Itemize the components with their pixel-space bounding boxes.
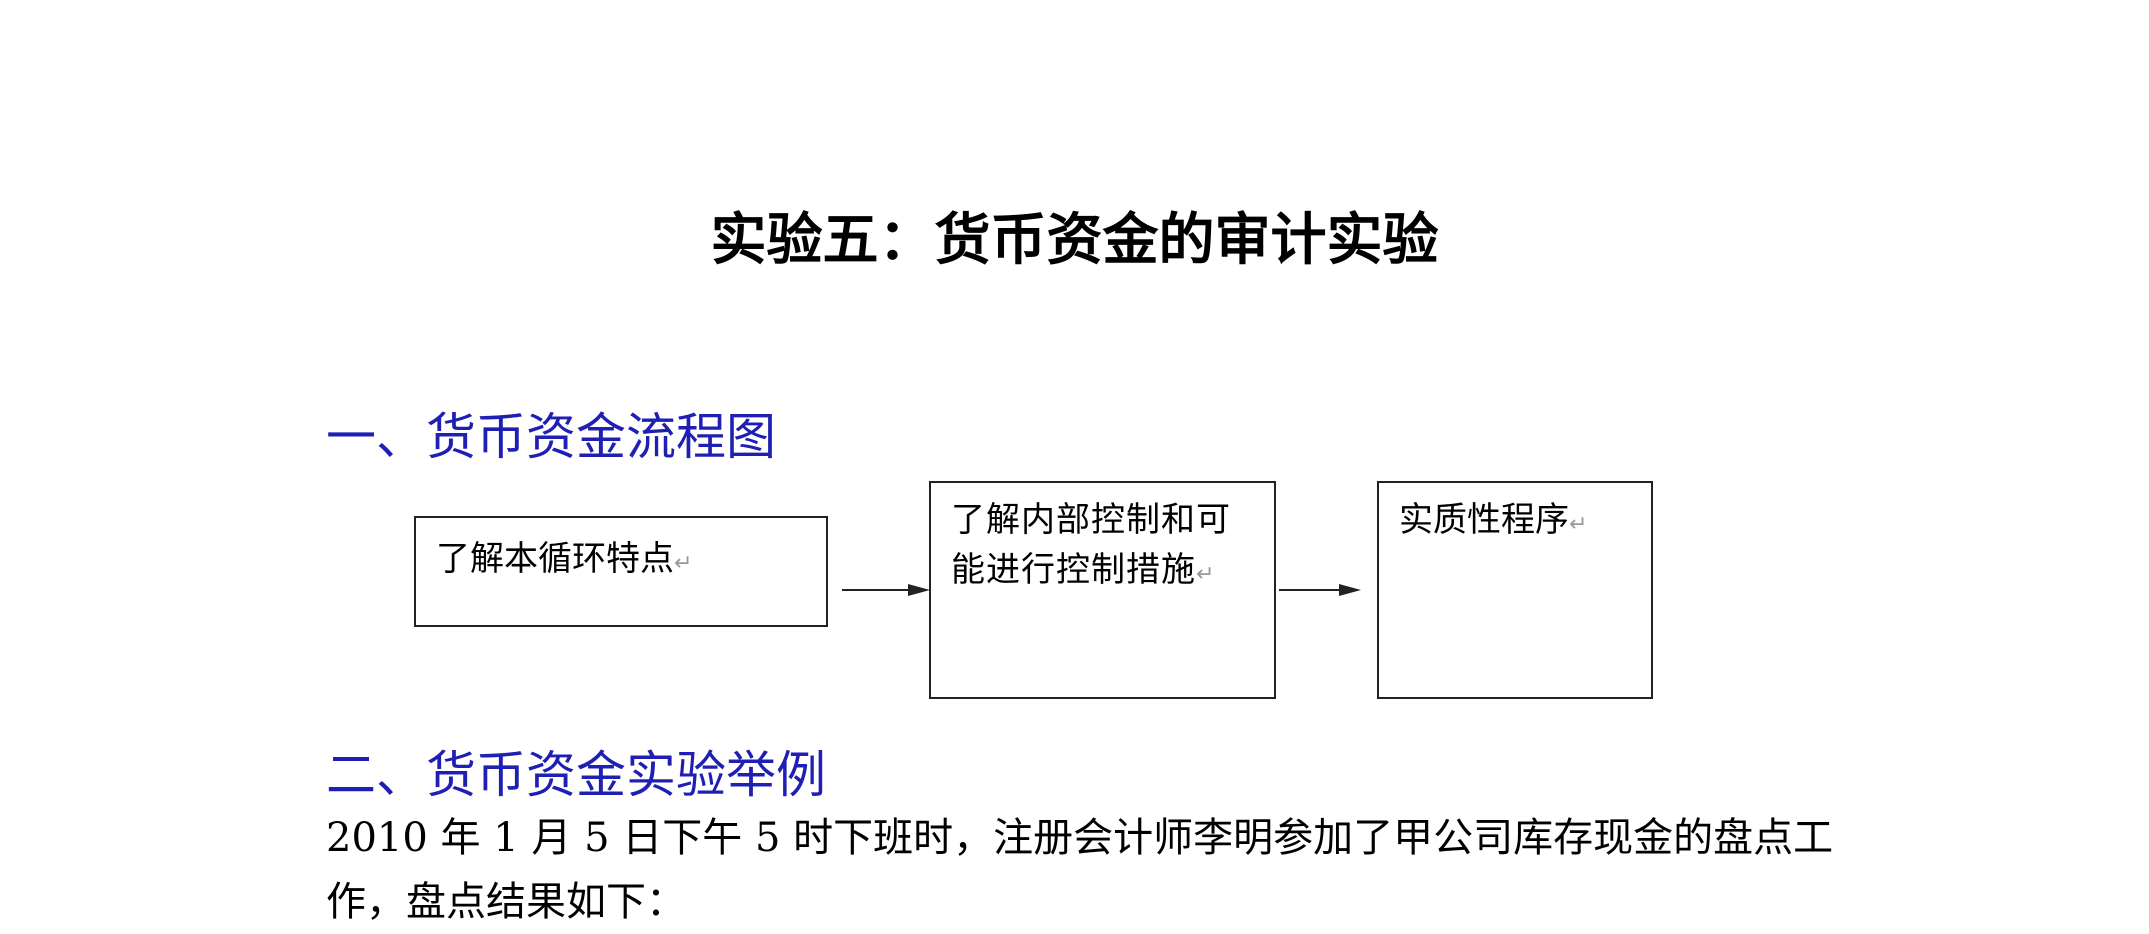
flow-step-text: 了解本循环特点 [436,539,674,579]
flow-step-text: 了解内部控制和可能进行控制措施 [951,500,1231,590]
flow-step-box: 了解本循环特点↵ [414,516,828,627]
example-paragraph: 2010 年 1 月 5 日下午 5 时下班时，注册会计师李明参加了甲公司库存现… [326,815,1834,925]
paragraph-mark-icon: ↵ [1196,562,1216,587]
flow-step-box: 实质性程序↵ [1377,481,1653,699]
flow-arrow-icon [1279,584,1361,596]
document-title: 实验五：货币资金的审计实验 [710,207,1439,273]
flow-step-box: 了解内部控制和可能进行控制措施↵ [929,481,1276,699]
section-heading-flowchart: 一、货币资金流程图 [326,408,776,466]
flow-step-text: 实质性程序 [1399,500,1569,540]
section-heading-example: 二、货币资金实验举例 [326,746,826,804]
flow-arrow-icon [842,584,930,596]
paragraph-mark-icon: ↵ [1569,512,1588,537]
paragraph-mark-icon: ↵ [674,551,693,576]
